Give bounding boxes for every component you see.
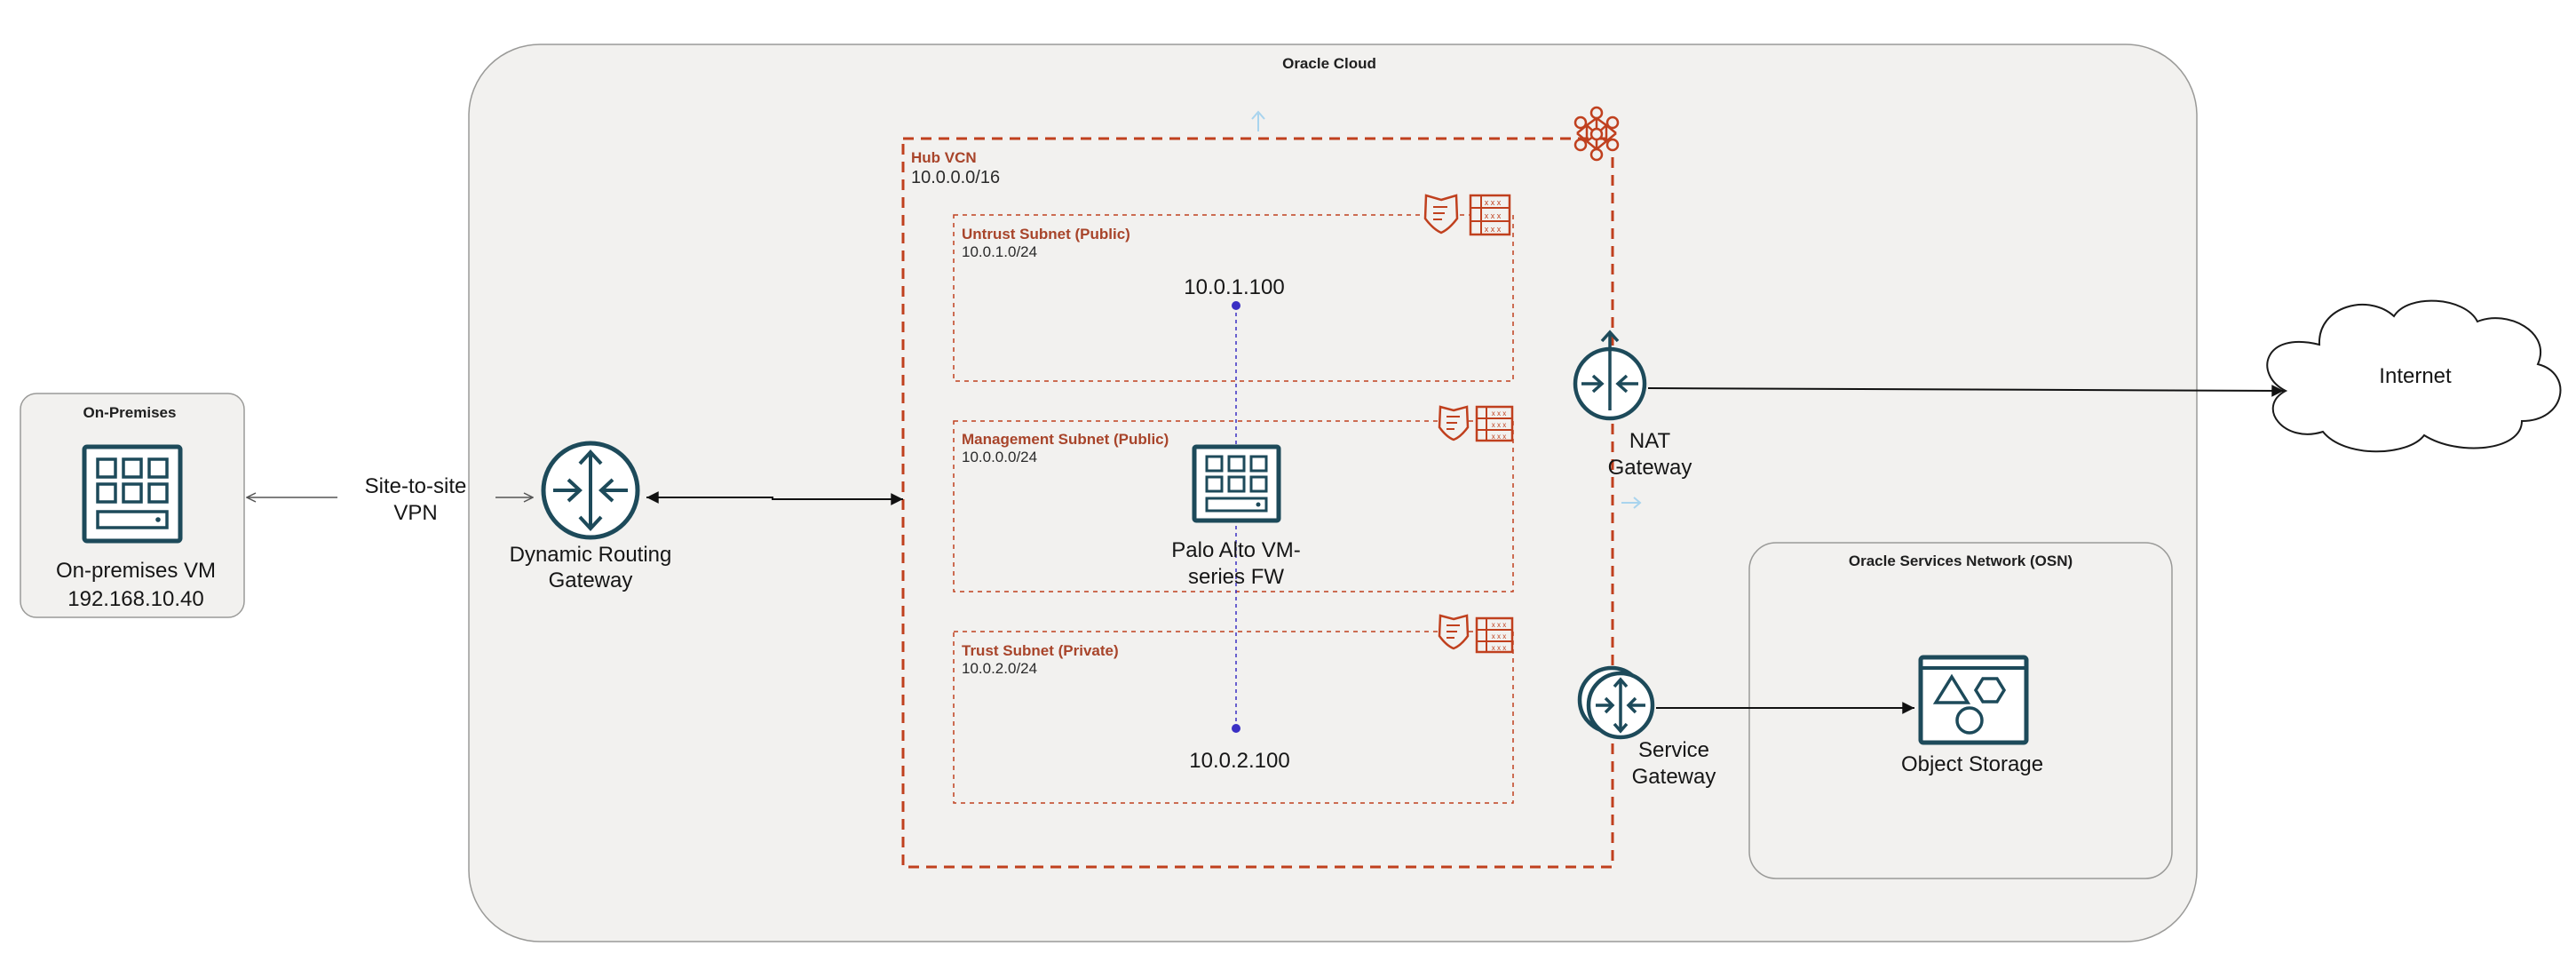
service-gateway-icon (1577, 665, 1655, 740)
management-subnet-cidr: 10.0.0.0/24 (962, 449, 1037, 465)
cloud-icon (2266, 299, 2562, 453)
hub-vcn-title: Hub VCN (911, 149, 977, 166)
router-icon (541, 441, 640, 540)
onprem-vm-ip: 192.168.10.40 (67, 587, 203, 611)
hub-vcn: Hub VCN 10.0.0.0/16 (901, 106, 1642, 869)
untrust-subnet-cidr: 10.0.1.0/24 (962, 243, 1037, 260)
untrust-subnet: Untrust Subnet (Public) 10.0.1.0/24 (953, 214, 1514, 382)
internet-label: Internet (2379, 364, 2452, 388)
svg-text:x x x: x x x (1485, 211, 1502, 220)
trust-subnet-cidr: 10.0.2.0/24 (962, 660, 1037, 677)
svg-text:x x x: x x x (1492, 433, 1506, 441)
vpn-label-line1: Site-to-site (365, 474, 467, 498)
trust-ip-label: 10.0.2.100 (1189, 749, 1289, 773)
svg-text:x x x: x x x (1492, 409, 1506, 417)
osn-title: Oracle Services Network (OSN) (1849, 553, 2073, 569)
object-storage-icon (1918, 655, 2029, 745)
on-premises-container: On-Premises On-premises VM 192.168.10.40 (20, 393, 245, 618)
sgw-label-line2: Gateway (1632, 765, 1716, 789)
route-table-icon: x x x x x x x x x (1475, 405, 1514, 442)
security-list-icon (1438, 614, 1470, 650)
untrust-ip-dot (1232, 301, 1240, 310)
vcn-edge-arrows (1251, 110, 1642, 509)
oracle-cloud-title: Oracle Cloud (1282, 55, 1376, 72)
drg-vcn-link (646, 491, 903, 505)
nat-gateway-icon (1573, 330, 1647, 421)
firewall-vm-icon (1192, 444, 1281, 523)
route-table-icon: x x x x x x x x x (1469, 194, 1511, 236)
svg-text:x x x: x x x (1492, 632, 1506, 640)
nat-internet-link (1647, 385, 2285, 397)
sgw-label-line1: Service (1638, 738, 1709, 762)
security-list-icon (1438, 405, 1470, 441)
nat-label-line2: Gateway (1608, 456, 1692, 480)
route-table-icon: x x x x x x x x x (1475, 616, 1514, 654)
svg-text:x x x: x x x (1485, 198, 1502, 207)
svg-text:x x x: x x x (1492, 421, 1506, 429)
trust-subnet: Trust Subnet (Private) 10.0.2.0/24 (953, 631, 1514, 804)
firewall-label-line1: Palo Alto VM- (1171, 538, 1300, 562)
trust-subnet-title: Trust Subnet (Private) (962, 642, 1119, 659)
management-subnet: Management Subnet (Public) 10.0.0.0/24 (953, 420, 1514, 592)
svg-text:x x x: x x x (1492, 644, 1506, 652)
nat-label-line1: NAT (1629, 429, 1671, 453)
svg-text:x x x: x x x (1492, 621, 1506, 629)
drg-label-line2: Gateway (549, 568, 633, 592)
on-premises-title: On-Premises (83, 404, 177, 421)
object-storage-label: Object Storage (1901, 752, 2043, 776)
untrust-subnet-title: Untrust Subnet (Public) (962, 226, 1130, 242)
svg-text:x x x: x x x (1485, 225, 1502, 234)
drg-label-line1: Dynamic Routing (510, 543, 672, 567)
vpn-label-line2: VPN (393, 501, 437, 525)
compute-vm-icon (82, 444, 183, 544)
firewall-label-line2: series FW (1188, 565, 1284, 589)
untrust-ip-label: 10.0.1.100 (1184, 275, 1284, 299)
vcn-network-icon (1573, 106, 1620, 162)
onprem-vm-label: On-premises VM (56, 559, 216, 583)
management-subnet-title: Management Subnet (Public) (962, 431, 1169, 448)
security-list-icon (1423, 194, 1459, 235)
hub-vcn-cidr: 10.0.0.0/16 (911, 168, 1000, 187)
trust-ip-dot (1232, 724, 1240, 733)
